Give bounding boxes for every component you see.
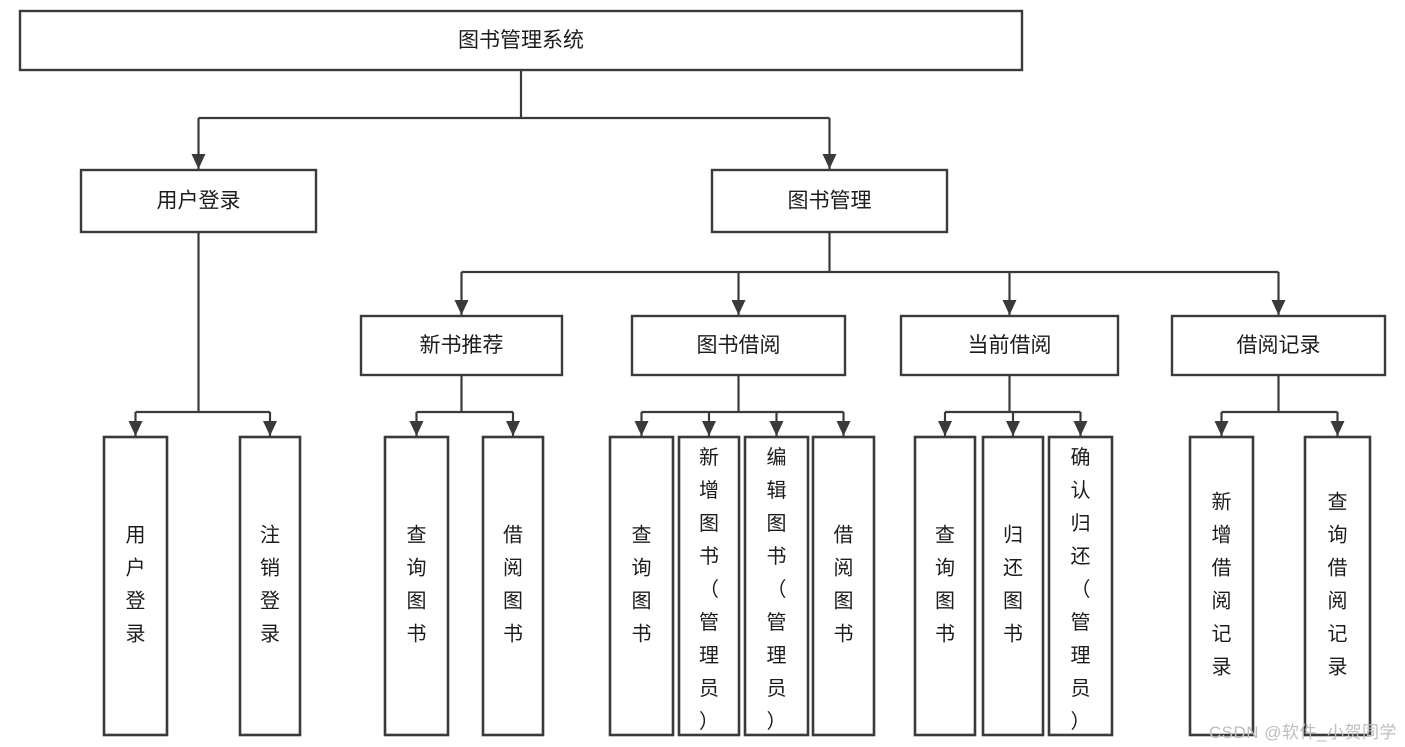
node-label-leaf-current-query-book: 查询图书 xyxy=(935,524,955,646)
node-label-leaf-borrow-borrow-book: 借阅图书 xyxy=(834,524,854,646)
book-manage-arrow-current-borrow xyxy=(1002,300,1017,315)
node-box-leaf-recommend-query-book xyxy=(383,435,450,737)
node-label-book-manage: 图书管理 xyxy=(788,190,872,213)
node-label-leaf-borrow-add-book: 新增图书（管理员） xyxy=(699,446,719,733)
node-leaf-user-login[interactable]: 用户登录 xyxy=(102,435,169,737)
node-box-current-borrow xyxy=(899,314,1120,377)
node-label-leaf-record-add: 新增借阅记录 xyxy=(1212,491,1232,679)
node-box-user-login xyxy=(79,168,318,234)
node-leaf-record-query[interactable]: 查询借阅记录 xyxy=(1303,435,1372,737)
node-box-leaf-borrow-borrow-book xyxy=(811,435,876,737)
node-leaf-recommend-query-book[interactable]: 查询图书 xyxy=(383,435,450,737)
current-borrow-arrow-leaf-current-confirm-return xyxy=(1073,421,1088,436)
node-label-book-borrow: 图书借阅 xyxy=(697,334,781,357)
book-manage-arrow-new-book-recommend xyxy=(454,300,469,315)
book-borrow-arrow-leaf-borrow-edit-book xyxy=(769,421,784,436)
node-label-leaf-recommend-query-book: 查询图书 xyxy=(407,524,427,646)
root-arrow-user-login xyxy=(191,154,206,169)
node-box-leaf-user-login xyxy=(102,435,169,737)
node-box-book-manage xyxy=(710,168,949,234)
node-user-login[interactable]: 用户登录 xyxy=(79,168,318,234)
node-box-leaf-record-query xyxy=(1303,435,1372,737)
node-box-leaf-borrow-query-book xyxy=(608,435,675,737)
book-borrow-arrow-leaf-borrow-add-book xyxy=(702,421,716,436)
node-leaf-user-logout[interactable]: 注销登录 xyxy=(238,435,302,737)
node-borrow-record[interactable]: 借阅记录 xyxy=(1170,314,1387,377)
node-label-leaf-user-login: 用户登录 xyxy=(126,525,146,646)
new-book-recommend-arrow-leaf-recommend-query-book xyxy=(409,421,424,436)
connector-layer xyxy=(128,70,1345,436)
node-box-leaf-current-confirm-return xyxy=(1047,435,1114,737)
node-label-leaf-borrow-edit-book: 编辑图书（管理员） xyxy=(767,446,787,733)
node-book-manage[interactable]: 图书管理 xyxy=(710,168,949,234)
node-leaf-record-add[interactable]: 新增借阅记录 xyxy=(1188,435,1255,737)
book-borrow-arrow-leaf-borrow-query-book xyxy=(634,421,649,436)
node-root[interactable]: 图书管理系统 xyxy=(18,9,1024,72)
current-borrow-arrow-leaf-current-return-book xyxy=(1006,421,1020,436)
node-box-leaf-current-query-book xyxy=(913,435,977,737)
node-label-leaf-borrow-query-book: 查询图书 xyxy=(632,524,652,646)
node-label-current-borrow: 当前借阅 xyxy=(968,334,1052,357)
node-label-leaf-recommend-borrow-book: 借阅图书 xyxy=(503,524,523,646)
node-leaf-borrow-borrow-book[interactable]: 借阅图书 xyxy=(811,435,876,737)
node-leaf-borrow-add-book[interactable]: 新增图书（管理员） xyxy=(677,435,741,737)
node-box-leaf-record-add xyxy=(1188,435,1255,737)
node-box-leaf-current-return-book xyxy=(981,435,1045,737)
user-login-arrow-leaf-user-logout xyxy=(263,421,277,436)
node-leaf-current-query-book[interactable]: 查询图书 xyxy=(913,435,977,737)
node-box-leaf-user-logout xyxy=(238,435,302,737)
node-layer: 用户登录注销登录查询图书借阅图书查询图书新增图书（管理员）编辑图书（管理员）借阅… xyxy=(18,9,1387,737)
book-manage-arrow-book-borrow xyxy=(731,300,746,315)
book-manage-arrow-borrow-record xyxy=(1271,300,1286,315)
root-arrow-book-manage xyxy=(822,154,837,169)
node-box-borrow-record xyxy=(1170,314,1387,377)
node-label-user-login: 用户登录 xyxy=(157,190,241,213)
borrow-record-arrow-leaf-record-query xyxy=(1330,421,1345,436)
node-label-leaf-user-logout: 注销登录 xyxy=(260,524,280,646)
node-book-borrow[interactable]: 图书借阅 xyxy=(630,314,847,377)
user-login-arrow-leaf-user-login xyxy=(128,421,143,436)
node-label-new-book-recommend: 新书推荐 xyxy=(420,334,504,357)
new-book-recommend-arrow-leaf-recommend-borrow-book xyxy=(506,421,520,436)
current-borrow-arrow-leaf-current-query-book xyxy=(938,421,952,436)
node-new-book-recommend[interactable]: 新书推荐 xyxy=(359,314,564,377)
node-box-leaf-recommend-borrow-book xyxy=(481,435,545,737)
node-box-leaf-borrow-edit-book xyxy=(743,435,810,737)
node-leaf-current-return-book[interactable]: 归还图书 xyxy=(981,435,1045,737)
node-label-leaf-current-confirm-return: 确认归还（管理员） xyxy=(1071,446,1091,733)
node-label-leaf-record-query: 查询借阅记录 xyxy=(1328,491,1348,679)
node-label-leaf-current-return-book: 归还图书 xyxy=(1003,524,1023,646)
node-box-new-book-recommend xyxy=(359,314,564,377)
book-borrow-arrow-leaf-borrow-borrow-book xyxy=(836,421,851,436)
node-box-leaf-borrow-add-book xyxy=(677,435,741,737)
node-label-root: 图书管理系统 xyxy=(458,29,584,52)
node-leaf-borrow-edit-book[interactable]: 编辑图书（管理员） xyxy=(743,435,810,737)
node-label-borrow-record: 借阅记录 xyxy=(1237,334,1321,357)
node-box-book-borrow xyxy=(630,314,847,377)
node-box-root xyxy=(18,9,1024,72)
node-current-borrow[interactable]: 当前借阅 xyxy=(899,314,1120,377)
node-leaf-borrow-query-book[interactable]: 查询图书 xyxy=(608,435,675,737)
node-leaf-recommend-borrow-book[interactable]: 借阅图书 xyxy=(481,435,545,737)
node-leaf-current-confirm-return[interactable]: 确认归还（管理员） xyxy=(1047,435,1114,737)
borrow-record-arrow-leaf-record-add xyxy=(1214,421,1229,436)
